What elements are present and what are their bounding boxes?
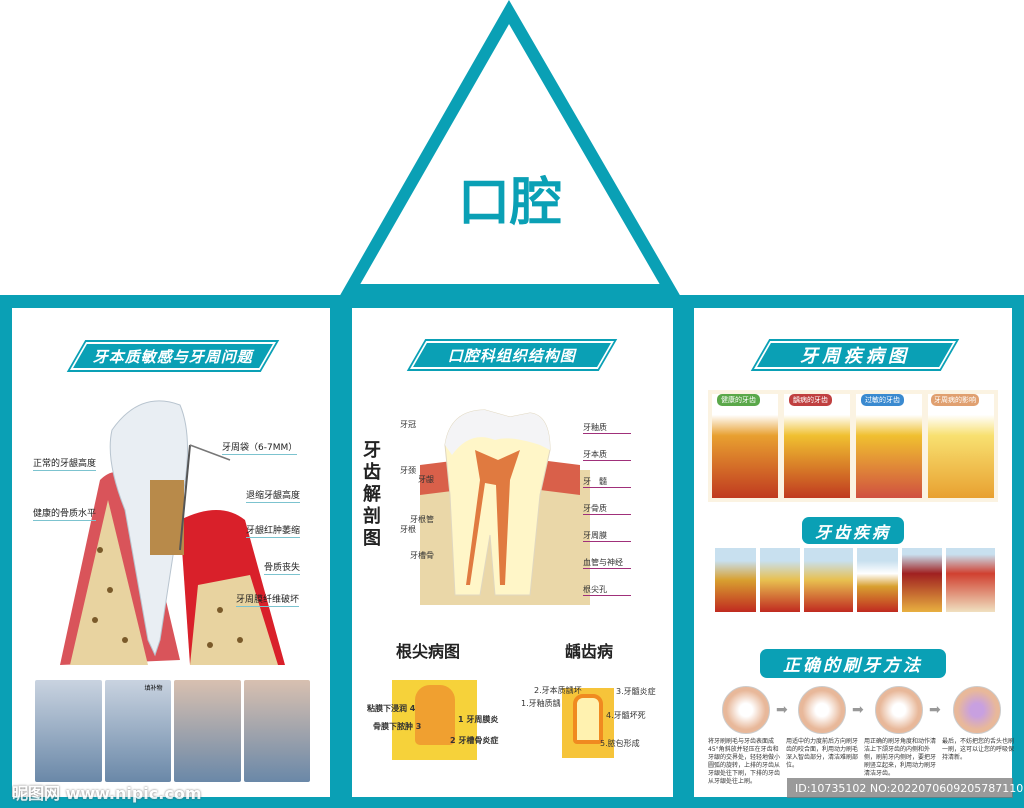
caries-title: 龋齿病 xyxy=(565,642,614,661)
brushing-step-2-text: 用适中的力度前后方向刷牙齿的咬合面，利用动力刷毛深入智齿部分，清洁难刷部位。 xyxy=(786,738,859,769)
caries-illustration xyxy=(562,688,614,758)
apical-illustration xyxy=(392,680,477,760)
anatomy-title: 牙齿解剖图 xyxy=(363,440,381,549)
brushing-step-image xyxy=(722,686,770,734)
brushing-step-image xyxy=(953,686,1001,734)
middle-panel-banner: 口腔科组织结构图 xyxy=(407,339,617,371)
disease-image xyxy=(946,548,995,612)
brushing-heading: 正确的刷牙方法 xyxy=(760,649,946,678)
brushing-steps-images: ➡ ➡ ➡ xyxy=(720,686,1010,736)
caries-stage-image: 填补物 xyxy=(104,680,171,782)
tooth-type-label: 龋病的牙齿 xyxy=(789,394,832,406)
label-alveolar-bone: 牙槽骨 xyxy=(410,551,434,560)
caries-label-3: 3.牙髓炎症 xyxy=(616,687,656,696)
disease-image xyxy=(901,548,943,612)
caries-stage-image xyxy=(35,680,102,782)
label-enamel: 牙釉质 xyxy=(583,422,631,434)
label-bone-loss: 骨质丧失 xyxy=(264,560,301,575)
label-root-canal: 牙根管 xyxy=(410,515,434,524)
brushing-step-image xyxy=(875,686,923,734)
filling-label: 填补物 xyxy=(144,685,163,692)
diseases-heading: 牙齿疾病 xyxy=(802,517,904,544)
section-neck: 牙颈 xyxy=(400,466,416,475)
tooth-anatomy-diagram xyxy=(420,409,590,605)
caries-stage-image xyxy=(243,680,310,782)
arrow-right-icon: ➡ xyxy=(929,702,941,718)
label-gum-swelling: 牙龈红肿萎缩 xyxy=(246,523,301,538)
brushing-step-4-text: 最后，不妨把您的舌头也刷一刷，这可以让您的呼吸保持清新。 xyxy=(942,738,1015,761)
tooth-type-label: 过敏的牙齿 xyxy=(861,394,904,406)
caries-label-2: 2.牙本质龋坏 xyxy=(534,686,582,695)
brushing-step-image xyxy=(798,686,846,734)
right-panel-title: 牙周疾病图 xyxy=(800,346,910,367)
disease-image xyxy=(759,548,801,612)
label-gum-recession: 退缩牙龈高度 xyxy=(246,488,301,503)
tooth-types-row: 健康的牙齿 龋病的牙齿 过敏的牙齿 牙周病的影响 xyxy=(708,390,998,502)
middle-panel-title: 口腔科组织结构图 xyxy=(447,346,576,365)
brushing-step-1-text: 将牙刷刷毛与牙齿表面成45°角斜放并轻压在牙齿和牙龈的交界处，轻轻地做小圆弧的旋… xyxy=(708,738,781,785)
disease-image xyxy=(857,548,898,612)
section-root: 牙根 xyxy=(400,525,416,534)
apical-label-3: 骨膜下脓肿 3 xyxy=(373,722,422,731)
tooth-type-image: 牙周病的影响 xyxy=(928,394,994,498)
label-apical-foramen: 根尖孔 xyxy=(583,584,631,596)
tooth-type-label: 健康的牙齿 xyxy=(717,394,760,406)
left-panel-banner: 牙本质敏感与牙周问题 xyxy=(67,340,279,372)
right-panel-banner: 牙周疾病图 xyxy=(751,339,959,371)
apical-title: 根尖病图 xyxy=(396,642,461,661)
label-periodontal-membrane: 牙周膜 xyxy=(583,530,631,542)
tooth-type-label: 牙周病的影响 xyxy=(931,394,979,406)
watermark-site: 昵图网 www.nipic.com xyxy=(12,784,202,803)
apical-label-4: 粘膜下浸润 4 xyxy=(367,704,416,713)
roof-triangle xyxy=(339,0,681,296)
label-ligament-damage: 牙周膜纤维破坏 xyxy=(236,592,300,607)
arrow-right-icon: ➡ xyxy=(776,702,788,718)
caries-label-4: 4.牙髓坏死 xyxy=(606,711,646,720)
periodontal-tooth-illustration xyxy=(60,400,285,665)
label-pulp: 牙 髓 xyxy=(583,476,631,488)
brushing-step-3-text: 用正确的刷牙角度和动作清洁上下颌牙齿的内侧和外侧，刷前牙内侧时，要把牙刷竖立起来… xyxy=(864,738,937,777)
label-normal-gum: 正常的牙龈高度 xyxy=(33,456,97,471)
tooth-type-image: 过敏的牙齿 xyxy=(856,394,922,498)
tooth-type-image: 健康的牙齿 xyxy=(712,394,778,498)
page-title: 口腔 xyxy=(457,172,562,233)
label-cementum: 牙骨质 xyxy=(583,503,631,515)
section-crown: 牙冠 xyxy=(400,420,416,429)
caries-label-1: 1.牙釉质龋 xyxy=(521,699,561,708)
label-gum: 牙龈 xyxy=(418,475,434,484)
apical-label-2: 2 牙槽骨炎症 xyxy=(450,736,499,745)
caries-stage-image xyxy=(174,680,241,782)
caries-label-5: 5.脓包形成 xyxy=(600,739,640,748)
watermark-id: ID:10735102 NO:20220706092057871102 xyxy=(787,778,1024,798)
anatomy-right-labels: 牙釉质 牙本质 牙 髓 牙骨质 牙周膜 血管与神经 根尖孔 xyxy=(583,422,631,596)
disease-image xyxy=(715,548,756,612)
arrow-right-icon: ➡ xyxy=(852,702,864,718)
diseases-row xyxy=(715,548,995,612)
disease-image xyxy=(804,548,853,612)
apical-label-1: 1 牙周膜炎 xyxy=(458,715,499,724)
tooth-type-image: 龋病的牙齿 xyxy=(784,394,850,498)
label-vessels-nerves: 血管与神经 xyxy=(583,557,631,569)
left-panel-title: 牙本质敏感与牙周问题 xyxy=(92,347,253,366)
caries-progression-strip: 填补物 xyxy=(35,680,310,782)
label-dentin: 牙本质 xyxy=(583,449,631,461)
label-healthy-bone: 健康的骨质水平 xyxy=(33,506,97,521)
label-pocket: 牙周袋（6-7MM） xyxy=(222,440,298,455)
